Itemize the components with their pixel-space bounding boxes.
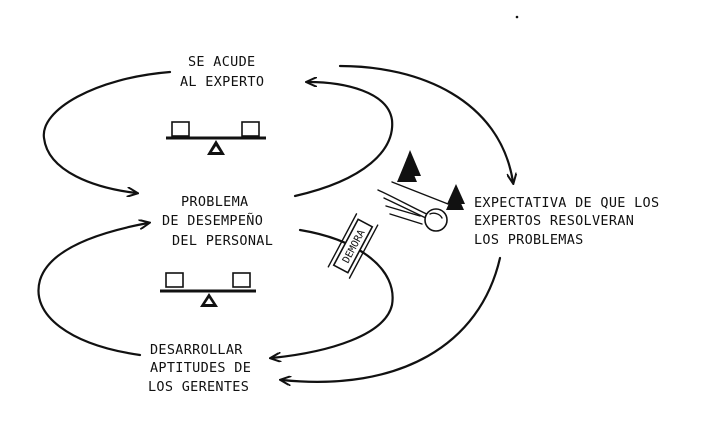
seesaw-tilted-icon <box>160 272 256 307</box>
node-problem-line3: DEL PERSONAL <box>172 233 273 249</box>
seesaw-balanced-icon <box>166 121 266 155</box>
node-expectation-line1: EXPECTATIVA DE QUE LOS <box>474 195 659 211</box>
delay-marker: DEMORA <box>327 213 379 279</box>
arrow-expert-to-expectation <box>338 64 513 182</box>
node-expectation-line2: EXPERTOS RESOLVERAN <box>474 213 634 229</box>
node-problem-line1: PROBLEMA <box>181 194 248 210</box>
speck-dot <box>515 15 519 19</box>
node-skills-line3: LOS GERENTES <box>148 379 249 395</box>
node-expert-line2: AL EXPERTO <box>180 74 264 90</box>
node-skills-line1: DESARROLLAR <box>150 342 243 358</box>
node-expectation-line3: LOS PROBLEMAS <box>474 232 584 248</box>
arrow-expert-to-problem <box>42 70 172 193</box>
arrow-problem-to-skills <box>272 228 394 358</box>
snowball-hill-icon <box>377 150 465 232</box>
node-skills-line2: APTITUDES DE <box>150 360 251 376</box>
node-problem-line2: DE DESEMPEÑO <box>162 212 263 229</box>
arrow-problem-to-expert <box>293 82 394 198</box>
arrow-expectation-to-skills <box>282 256 502 382</box>
node-expert-line1: SE ACUDE <box>188 54 255 70</box>
arrow-skills-to-problem <box>37 223 148 357</box>
